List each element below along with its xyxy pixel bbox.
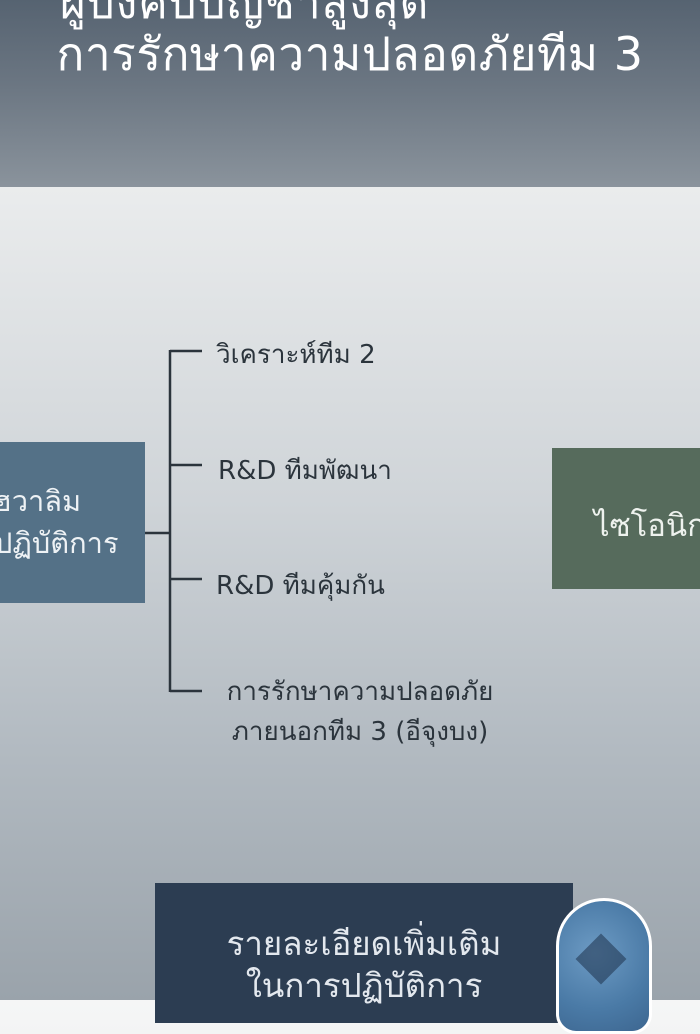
branch-external-security-line1: การรักษาความปลอดภัย — [226, 677, 494, 707]
header-title: การรักษาความปลอดภัยทีม 3 — [56, 27, 644, 81]
operation-details-line2: ในการปฏิบัติการ — [245, 966, 483, 1005]
branch-rd-escort: R&D ทีมคุ้มกัน — [216, 571, 385, 601]
branch-analysis-team: วิเคราะห์ทีม 2 — [216, 340, 376, 370]
org-tree-connectors — [145, 349, 202, 693]
operation-details-line1: รายละเอียดเพิ่มเติม — [226, 924, 502, 963]
branch-rd-development: R&D ทีมพัฒนา — [218, 456, 392, 486]
branch-external-security: การรักษาความปลอดภัย ภายนอกทีม 3 (อีจุงบง… — [210, 672, 510, 752]
operations-box-line1: ฮวาลิม — [0, 484, 82, 518]
operation-details-box: รายละเอียดเพิ่มเติม ในการปฏิบัติการ — [155, 883, 573, 1023]
branch-external-security-line2: ภายนอกทีม 3 (อีจุงบง) — [231, 717, 489, 747]
operations-box: ฮวาลิม ปฏิบัติการ — [0, 442, 145, 603]
header-banner: ผู้บังคับบัญชาสูงสุด การรักษาความปลอดภัย… — [0, 0, 700, 187]
emblem-icon — [575, 933, 627, 985]
operations-box-line2: ปฏิบัติการ — [0, 526, 119, 560]
psionic-box: ไซโอนิก — [552, 448, 700, 589]
psionic-box-label: ไซโอนิก — [594, 508, 700, 544]
emblem-badge — [556, 898, 652, 1034]
header-top-fragment: ผู้บังคับบัญชาสูงสุด — [60, 0, 430, 29]
